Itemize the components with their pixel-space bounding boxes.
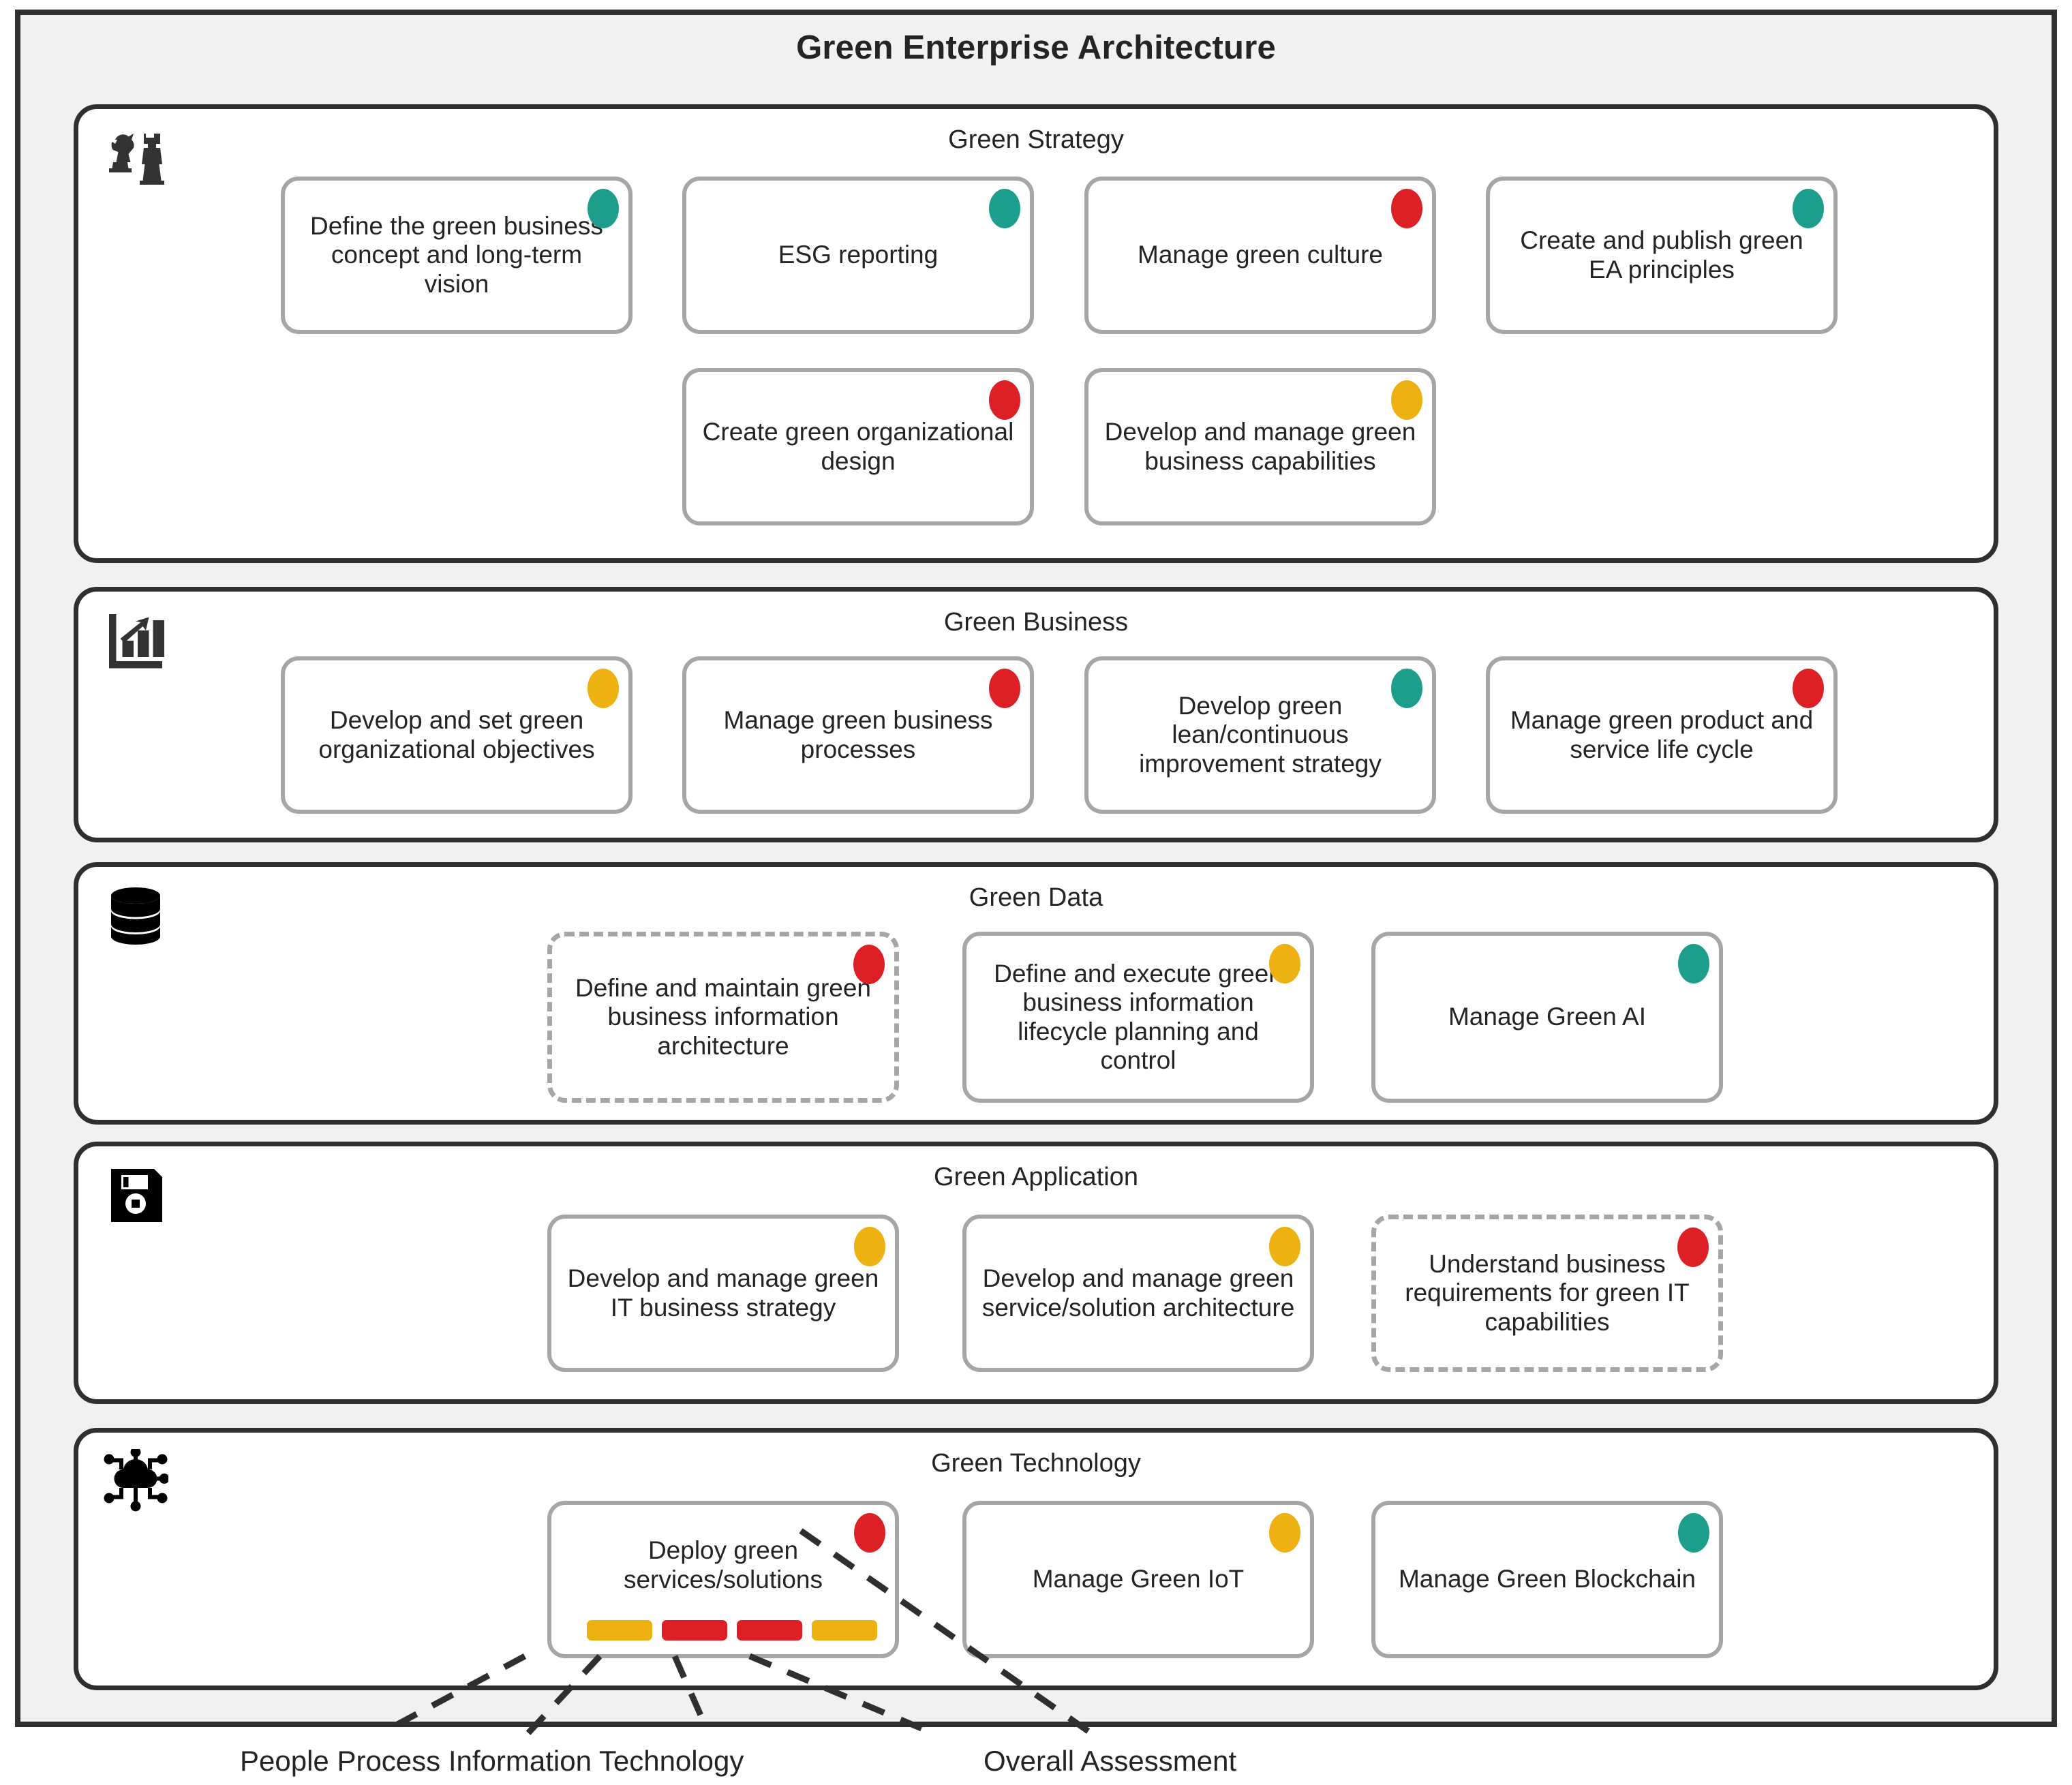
capability-label: Manage Green AI xyxy=(1448,1003,1647,1031)
status-badge xyxy=(1269,1513,1300,1553)
capability-card[interactable]: Define and maintain green business infor… xyxy=(547,932,899,1103)
capability-card[interactable]: Develop and manage green business capabi… xyxy=(1084,368,1436,525)
capability-card[interactable]: Develop and manage green service/solutio… xyxy=(962,1215,1314,1372)
layer-title: Green Business xyxy=(943,608,1129,637)
capability-label: Define the green business concept and lo… xyxy=(310,212,603,298)
capability-card[interactable]: Manage Green AI xyxy=(1371,932,1723,1103)
capability-label: Understand business requirements for gre… xyxy=(1405,1250,1690,1336)
capability-label: Create and publish green EA principles xyxy=(1520,226,1803,284)
layer-title: Green Strategy xyxy=(948,125,1124,154)
capability-card[interactable]: Manage Green Blockchain xyxy=(1371,1501,1723,1658)
capability-label: Manage Green IoT xyxy=(1032,1565,1245,1593)
capability-label: ESG reporting xyxy=(778,241,939,269)
capability-label: Define and maintain green business infor… xyxy=(575,974,871,1060)
database-icon xyxy=(103,883,168,949)
capability-card[interactable]: Manage green product and service life cy… xyxy=(1486,656,1838,814)
status-badge xyxy=(1391,669,1422,708)
layer-green-business: Green Business Develop and set green org… xyxy=(74,587,1998,842)
status-badge xyxy=(1391,380,1422,420)
status-badge xyxy=(1793,669,1824,708)
capability-label: Develop and manage green IT business str… xyxy=(567,1264,879,1322)
layer-green-application: Green Application Develop and manage gre… xyxy=(74,1142,1998,1404)
capability-label: Develop green lean/continuous improvemen… xyxy=(1139,692,1382,778)
capability-card[interactable]: Create green organizational design xyxy=(682,368,1034,525)
capability-card[interactable]: Manage Green IoT xyxy=(962,1501,1314,1658)
capability-card[interactable]: Manage green culture xyxy=(1084,177,1436,334)
status-badge xyxy=(989,669,1020,708)
page-title: Green Enterprise Architecture xyxy=(796,29,1276,66)
status-badge xyxy=(989,189,1020,228)
layer-title: Green Technology xyxy=(931,1449,1141,1478)
capability-label: Manage green culture xyxy=(1138,241,1383,269)
capability-label: Manage Green Blockchain xyxy=(1398,1565,1696,1593)
layer-green-strategy: Green Strategy Define the green business… xyxy=(74,104,1998,563)
assessment-bar-technology xyxy=(812,1620,877,1641)
legend-overall: Overall Assessment xyxy=(984,1745,1237,1777)
status-badge xyxy=(854,1227,885,1266)
capability-label: Manage green product and service life cy… xyxy=(1510,706,1814,763)
layer-title: Green Data xyxy=(969,883,1103,912)
capability-card[interactable]: Define and execute green business inform… xyxy=(962,932,1314,1103)
status-badge xyxy=(588,669,619,708)
status-badge xyxy=(1793,189,1824,228)
assessment-bar-people xyxy=(587,1620,652,1641)
capability-card[interactable]: Manage green business processes xyxy=(682,656,1034,814)
capability-label: Deploy green services/solutions xyxy=(623,1536,823,1593)
status-badge xyxy=(1678,944,1709,983)
capability-card[interactable]: Define the green business concept and lo… xyxy=(281,177,633,334)
cloud-network-icon xyxy=(103,1449,168,1514)
capability-card[interactable]: Develop and manage green IT business str… xyxy=(547,1215,899,1372)
layer-green-data: Green Data Define and maintain green bus… xyxy=(74,862,1998,1125)
assessment-bar-information xyxy=(737,1620,802,1641)
status-badge xyxy=(588,189,619,228)
status-badge xyxy=(1269,1227,1300,1266)
legend-dimensions: People Process Information Technology xyxy=(240,1745,744,1777)
assessment-bars xyxy=(587,1620,877,1641)
capability-card[interactable]: Understand business requirements for gre… xyxy=(1371,1215,1723,1372)
capability-label: Create green organizational design xyxy=(702,418,1014,475)
status-badge xyxy=(1678,1513,1709,1553)
capability-card[interactable]: Develop green lean/continuous improvemen… xyxy=(1084,656,1436,814)
capability-card[interactable]: Develop and set green organizational obj… xyxy=(281,656,633,814)
status-badge xyxy=(1269,944,1300,983)
status-badge xyxy=(1391,189,1422,228)
layer-green-technology: Green Technology Deploy green services/s… xyxy=(74,1428,1998,1690)
status-badge xyxy=(989,380,1020,420)
capability-label: Define and execute green business inform… xyxy=(994,960,1283,1074)
status-badge xyxy=(854,1513,885,1553)
layer-title: Green Application xyxy=(934,1163,1138,1191)
capability-label: Develop and set green organizational obj… xyxy=(318,706,595,763)
bar-chart-growth-icon xyxy=(103,608,168,673)
capability-label: Manage green business processes xyxy=(723,706,993,763)
capability-card[interactable]: ESG reporting xyxy=(682,177,1034,334)
status-badge xyxy=(1677,1227,1709,1267)
capability-label: Develop and manage green service/solutio… xyxy=(981,1264,1295,1322)
floppy-disk-icon xyxy=(103,1163,168,1228)
capability-card[interactable]: Create and publish green EA principles xyxy=(1486,177,1838,334)
capability-card[interactable]: Deploy green services/solutions xyxy=(547,1501,899,1658)
assessment-bar-process xyxy=(662,1620,727,1641)
capability-label: Develop and manage green business capabi… xyxy=(1104,418,1416,475)
chess-pieces-icon xyxy=(103,125,168,191)
status-badge xyxy=(853,945,885,984)
